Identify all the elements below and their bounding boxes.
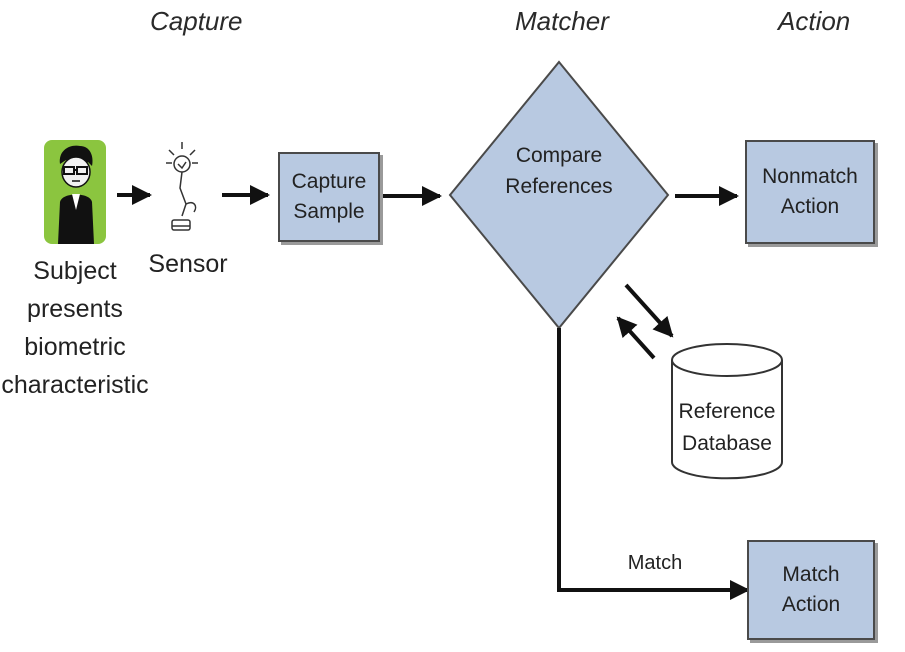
subject-line-2: presents xyxy=(27,295,123,323)
nonmatch-line-1: Nonmatch xyxy=(762,165,858,188)
arrow-compare-to-db xyxy=(624,283,674,338)
stage-label-matcher: Matcher xyxy=(515,6,609,36)
subject-line-3: biometric xyxy=(24,333,126,361)
match-action-line-2: Action xyxy=(781,593,841,616)
capture-sample-box: Capture Sample xyxy=(278,152,380,242)
match-action-line-1: Match xyxy=(782,563,840,586)
database-icon xyxy=(671,343,783,480)
subject-line-1: Subject xyxy=(33,257,117,285)
nonmatch-action-box: Nonmatch Action xyxy=(745,140,875,244)
capture-sample-line-2: Sample xyxy=(293,200,365,223)
stage-label-action: Action xyxy=(778,6,851,36)
sensor-icon xyxy=(160,140,212,240)
sensor-label: Sensor xyxy=(148,250,228,278)
arrow-db-to-compare xyxy=(616,316,656,360)
subject-label: Subject presents biometric characteristi… xyxy=(0,252,150,404)
stage-label-capture: Capture xyxy=(150,6,243,36)
reference-db-line-1: Reference xyxy=(678,400,776,423)
compare-references-label: Compare References xyxy=(480,140,638,202)
compare-line-2: References xyxy=(505,175,613,198)
reference-database-label: Reference Database xyxy=(672,396,782,460)
match-action-box: Match Action xyxy=(747,540,875,640)
reference-db-line-2: Database xyxy=(682,432,772,455)
match-edge-label: Match xyxy=(627,552,683,574)
person-icon xyxy=(44,140,106,244)
compare-line-1: Compare xyxy=(515,144,603,167)
capture-sample-line-1: Capture xyxy=(291,170,367,193)
arrow-compare-to-match xyxy=(557,328,750,600)
nonmatch-line-2: Action xyxy=(780,195,840,218)
subject-line-4: characteristic xyxy=(1,371,149,399)
